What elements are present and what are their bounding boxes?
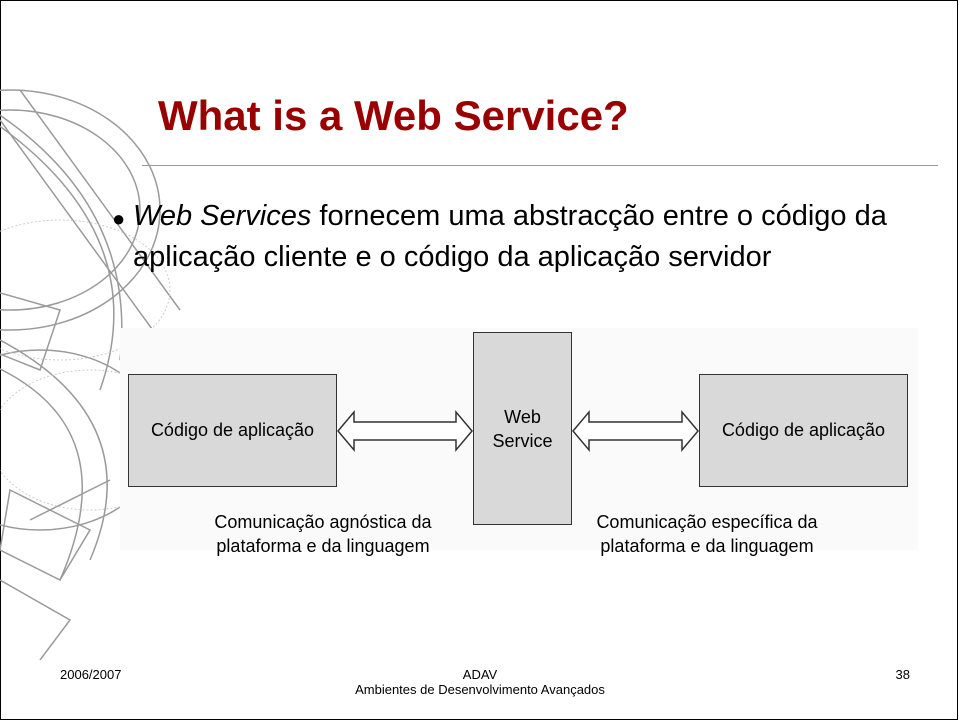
client-code-box: Código de aplicação bbox=[128, 374, 337, 487]
footer-course: ADAV Ambientes de Desenvolvimento Avança… bbox=[300, 667, 660, 697]
left-double-arrow bbox=[337, 409, 473, 453]
bullet-text: Web Services fornecem uma abstracção ent… bbox=[133, 196, 933, 278]
title-divider bbox=[142, 165, 938, 166]
page-number: 38 bbox=[895, 667, 910, 682]
left-caption-line1: Comunicação agnóstica da bbox=[214, 512, 432, 532]
footer-course-code: ADAV bbox=[462, 667, 498, 682]
server-code-box: Código de aplicação bbox=[699, 374, 908, 487]
web-service-box: Web Service bbox=[473, 332, 572, 525]
agnostic-communication-caption: Comunicação agnóstica da plataforma e da… bbox=[198, 510, 448, 558]
bullet-emphasis: Web Services bbox=[133, 200, 312, 232]
slide-title: What is a Web Service? bbox=[158, 92, 629, 139]
web-service-label-line2: Service bbox=[492, 430, 553, 451]
right-caption-line2: plataforma e da linguagem bbox=[600, 536, 814, 556]
bullet-dot-icon: ● bbox=[112, 206, 126, 231]
web-service-label-line1: Web bbox=[504, 406, 541, 427]
footer-date: 2006/2007 bbox=[60, 667, 122, 682]
left-caption-line2: plataforma e da linguagem bbox=[216, 536, 430, 556]
web-service-diagram: Código de aplicação Web Service Código d… bbox=[120, 328, 918, 556]
diagram-arrows bbox=[337, 409, 699, 453]
footer-course-name: Ambientes de Desenvolvimento Avançados bbox=[355, 682, 605, 697]
specific-communication-caption: Comunicação específica da plataforma e d… bbox=[582, 510, 832, 558]
bullet-rest: fornecem uma abstracção entre o código d… bbox=[133, 200, 887, 273]
right-caption-line1: Comunicação específica da bbox=[596, 512, 818, 532]
right-double-arrow bbox=[572, 409, 699, 453]
